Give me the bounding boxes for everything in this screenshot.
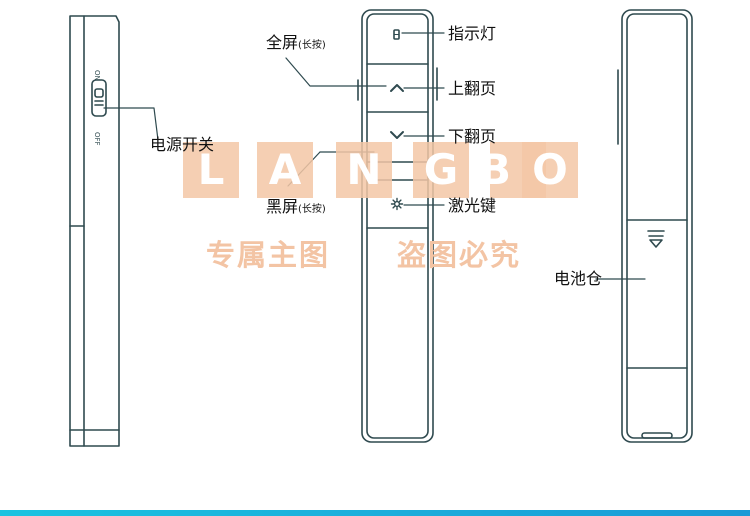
watermark-letter: A: [268, 145, 302, 194]
fullscreen-text: 全屏: [266, 33, 299, 52]
side-view: [69, 15, 159, 447]
indicator-label: 指示灯: [448, 24, 497, 43]
switch-on-mark: ON: [93, 70, 101, 81]
watermark-box: [257, 142, 313, 198]
power-switch-slot: [91, 79, 107, 117]
page-down-label: 下翻页: [448, 127, 497, 146]
power-switch-leader: [103, 107, 159, 141]
watermark-text-left: 专属主图: [206, 238, 331, 272]
watermark-box: [183, 142, 239, 198]
blackscreen-text: 黑屏: [266, 197, 299, 216]
chevron-down-icon: [390, 131, 404, 139]
blackscreen-note: (长按): [298, 204, 326, 215]
front-view: [285, 9, 445, 443]
chevron-up-icon: [390, 84, 404, 92]
switch-off-mark: OFF: [93, 132, 101, 146]
back-view: [595, 9, 693, 443]
bottom-accent-bar: [0, 510, 750, 516]
watermark-text-right: 盗图必究: [397, 238, 522, 272]
blackscreen-label: 黑屏(长按): [266, 198, 326, 219]
watermark-box: [522, 142, 578, 198]
watermark-box: [413, 142, 469, 198]
power-switch-label: 电源开关: [150, 135, 215, 154]
fullscreen-note: (长按): [298, 40, 326, 51]
power-switch-knob: [94, 88, 104, 98]
watermark-letter: N: [346, 145, 382, 194]
gear-icon: [390, 197, 404, 211]
fullscreen-label: 全屏(长按): [266, 34, 326, 55]
watermark-box: [336, 142, 392, 198]
battery-label: 电池仓: [554, 269, 603, 288]
watermark-letter: L: [197, 145, 225, 194]
watermark-letter: B: [478, 145, 511, 194]
watermark-letter: O: [532, 145, 568, 194]
watermark-letter: G: [423, 145, 459, 194]
fullscreen-leader: [285, 57, 387, 87]
page-up-label: 上翻页: [448, 79, 497, 98]
laser-key-label: 激光键: [448, 196, 497, 215]
